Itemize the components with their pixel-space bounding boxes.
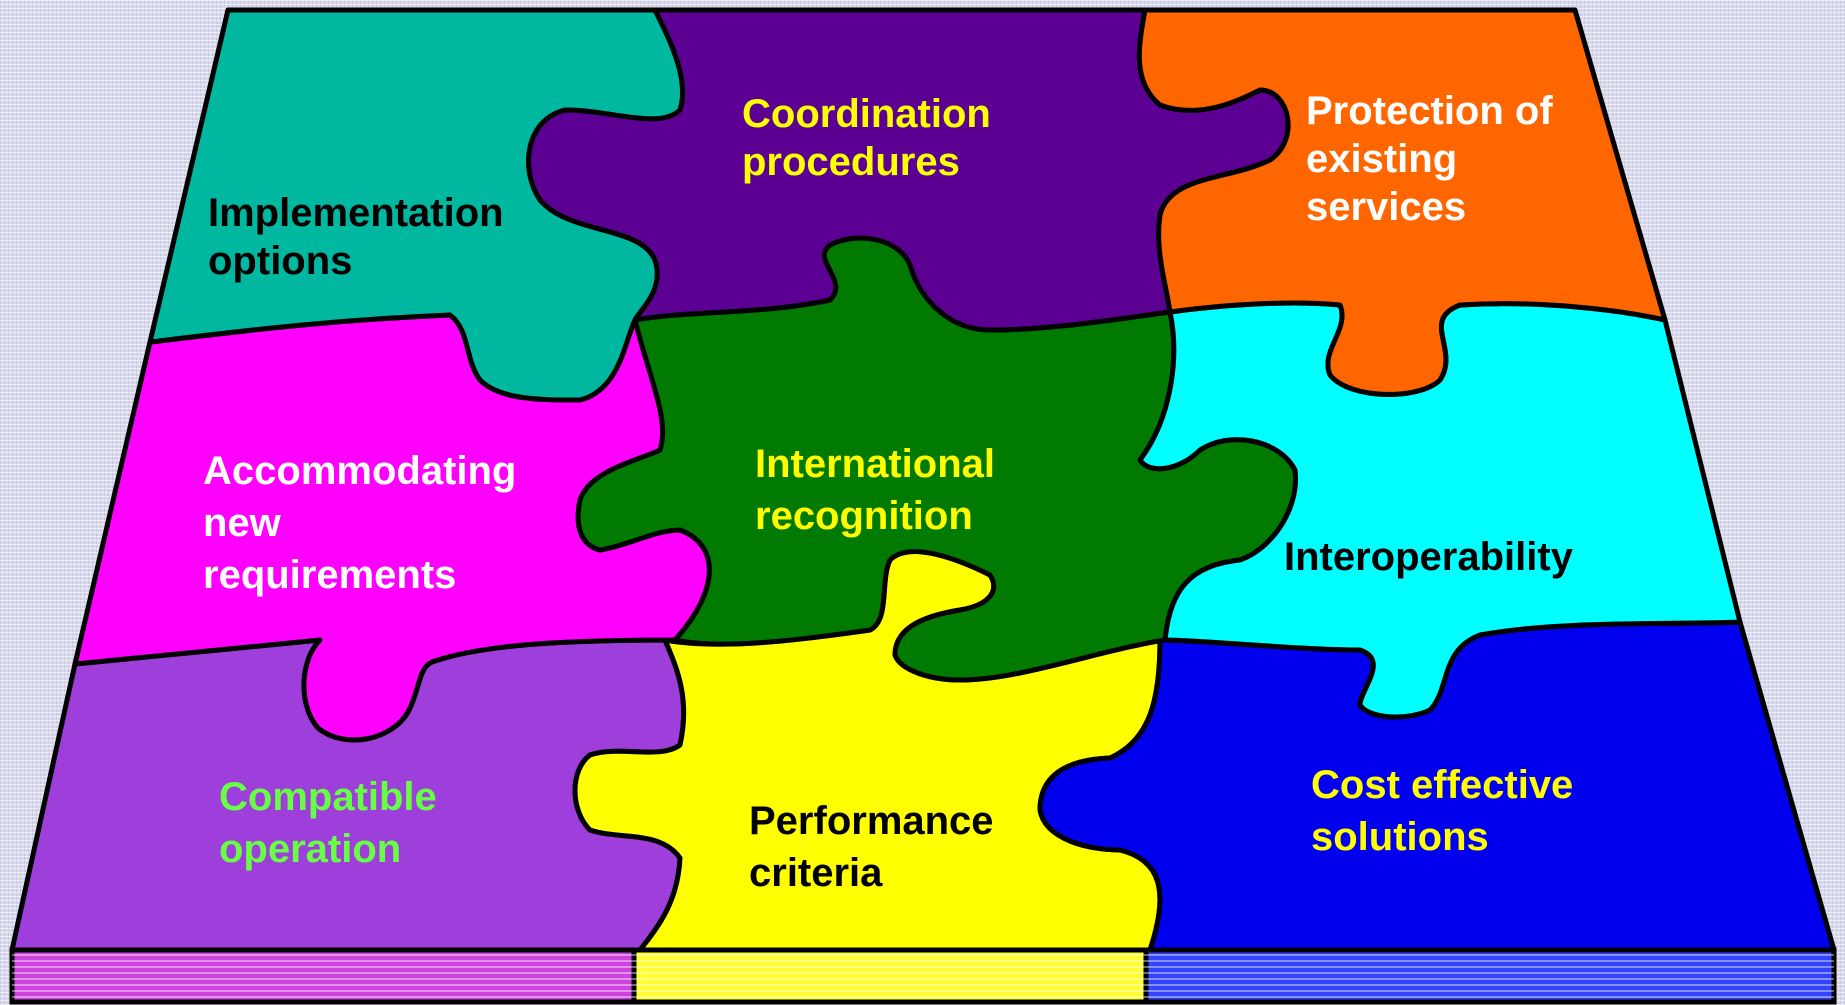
label-line: requirements	[203, 553, 456, 597]
label-accommodating: Accommodating new requirements	[203, 449, 516, 597]
label-line: Accommodating	[203, 449, 516, 493]
label-international: International recognition	[755, 442, 995, 538]
label-line: Protection of	[1306, 89, 1553, 133]
label-line: Compatible	[219, 775, 437, 819]
label-line: existing	[1306, 137, 1457, 181]
label-line: operation	[219, 827, 401, 871]
label-performance: Performance criteria	[749, 799, 994, 895]
label-line: recognition	[755, 494, 973, 538]
label-line: procedures	[742, 140, 960, 184]
label-line: solutions	[1311, 815, 1489, 859]
label-compatible: Compatible operation	[219, 775, 437, 871]
label-cost: Cost effective solutions	[1311, 763, 1573, 859]
label-line: new	[203, 501, 282, 545]
puzzle-piece-protection	[1136, 7, 1668, 397]
label-line: Performance	[749, 799, 994, 843]
label-line: Cost effective	[1311, 763, 1573, 807]
label-line: services	[1306, 185, 1466, 229]
platform-base	[9, 947, 1837, 1005]
label-line: criteria	[749, 851, 883, 895]
label-line: Interoperability	[1284, 535, 1574, 579]
label-line: Coordination	[742, 92, 991, 136]
label-line: International	[755, 442, 995, 486]
label-interoperability: Interoperability	[1284, 535, 1574, 579]
label-line: Implementation	[208, 191, 504, 235]
label-line: options	[208, 239, 352, 283]
